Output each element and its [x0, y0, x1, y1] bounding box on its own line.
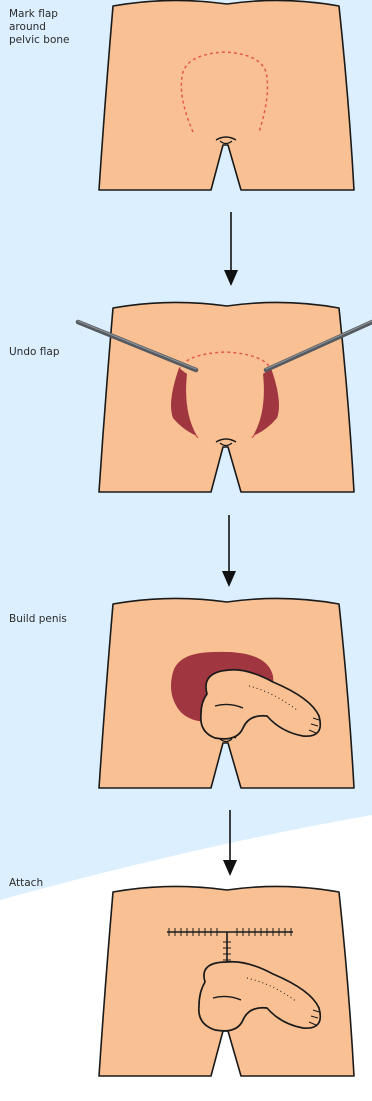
- step-2-label: Undo flap: [9, 346, 104, 359]
- step-4-figure: [99, 886, 354, 1076]
- step-4-label: Attach: [9, 877, 104, 890]
- step-3-label: Build penis: [9, 613, 104, 626]
- step-1-label: Mark flap around pelvic bone: [9, 8, 104, 47]
